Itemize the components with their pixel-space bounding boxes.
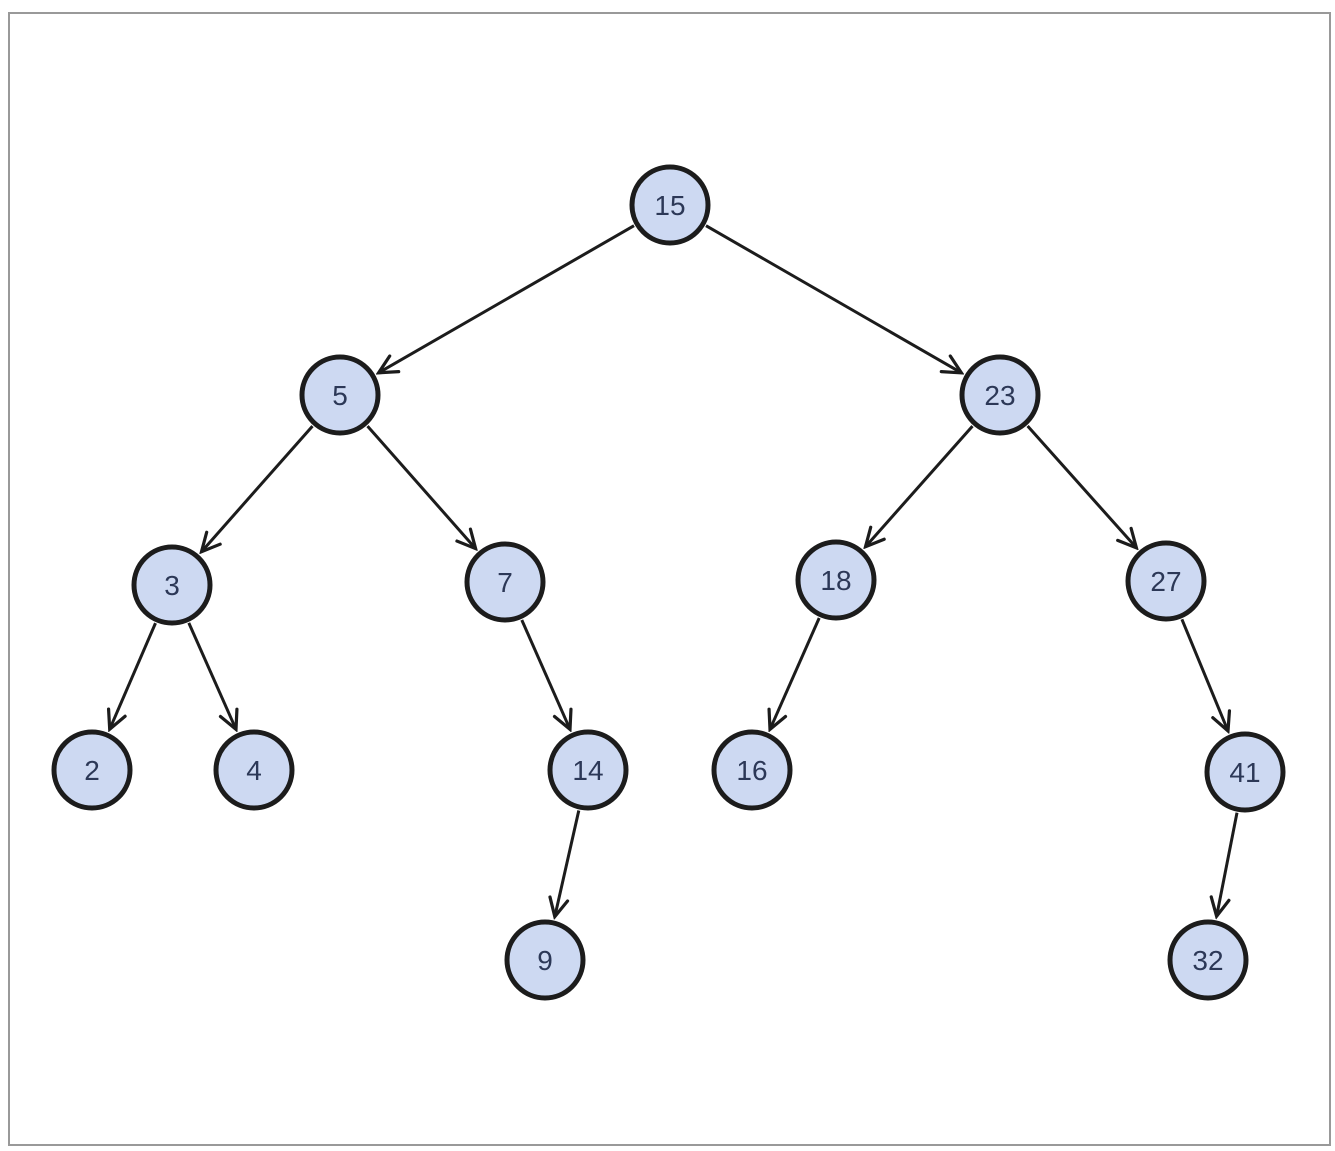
node-label: 5 bbox=[332, 380, 348, 411]
tree-node-7: 7 bbox=[464, 541, 546, 623]
node-label: 16 bbox=[736, 755, 767, 786]
node-circle bbox=[1204, 731, 1286, 813]
node-label: 9 bbox=[537, 945, 553, 976]
tree-node-16: 16 bbox=[711, 729, 793, 811]
node-circle bbox=[629, 164, 711, 246]
tree-node-2: 2 bbox=[51, 729, 133, 811]
tree-node-32: 32 bbox=[1167, 919, 1249, 1001]
node-label: 15 bbox=[654, 190, 685, 221]
node-label: 14 bbox=[572, 755, 603, 786]
edge-15-23 bbox=[705, 224, 961, 373]
edge-3-4 bbox=[187, 622, 236, 729]
edge-5-3 bbox=[202, 425, 314, 552]
node-circle bbox=[299, 354, 381, 436]
node-label: 32 bbox=[1192, 945, 1223, 976]
tree-node-18: 18 bbox=[795, 539, 877, 621]
node-circle bbox=[547, 729, 629, 811]
edge-7-14 bbox=[520, 619, 570, 729]
tree-node-15: 15 bbox=[629, 164, 711, 246]
edge-5-7 bbox=[366, 425, 476, 548]
node-circle bbox=[464, 541, 546, 623]
node-circle bbox=[51, 729, 133, 811]
node-circle bbox=[959, 354, 1041, 436]
node-label: 23 bbox=[984, 380, 1015, 411]
edge-14-9 bbox=[555, 810, 581, 917]
tree-node-23: 23 bbox=[959, 354, 1041, 436]
tree-node-3: 3 bbox=[131, 544, 213, 626]
tree-node-4: 4 bbox=[213, 729, 295, 811]
edge-41-32 bbox=[1217, 812, 1239, 917]
tree-node-41: 41 bbox=[1204, 731, 1286, 813]
edge-23-27 bbox=[1026, 425, 1137, 548]
node-label: 41 bbox=[1229, 757, 1260, 788]
node-circle bbox=[213, 729, 295, 811]
node-circle bbox=[131, 544, 213, 626]
edge-18-16 bbox=[770, 617, 821, 729]
node-circle bbox=[795, 539, 877, 621]
node-label: 27 bbox=[1150, 566, 1181, 597]
edge-23-18 bbox=[866, 425, 974, 547]
node-circle bbox=[711, 729, 793, 811]
node-circle bbox=[504, 919, 586, 1001]
tree-node-5: 5 bbox=[299, 354, 381, 436]
edge-15-5 bbox=[379, 224, 635, 373]
edge-3-2 bbox=[110, 622, 157, 729]
node-circle bbox=[1125, 540, 1207, 622]
node-circle bbox=[1167, 919, 1249, 1001]
node-label: 3 bbox=[164, 570, 180, 601]
node-label: 4 bbox=[246, 755, 262, 786]
edge-27-41 bbox=[1180, 618, 1228, 731]
tree-node-9: 9 bbox=[504, 919, 586, 1001]
node-label: 2 bbox=[84, 755, 100, 786]
tree-node-27: 27 bbox=[1125, 540, 1207, 622]
node-label: 18 bbox=[820, 565, 851, 596]
tree-node-14: 14 bbox=[547, 729, 629, 811]
node-label: 7 bbox=[497, 567, 513, 598]
